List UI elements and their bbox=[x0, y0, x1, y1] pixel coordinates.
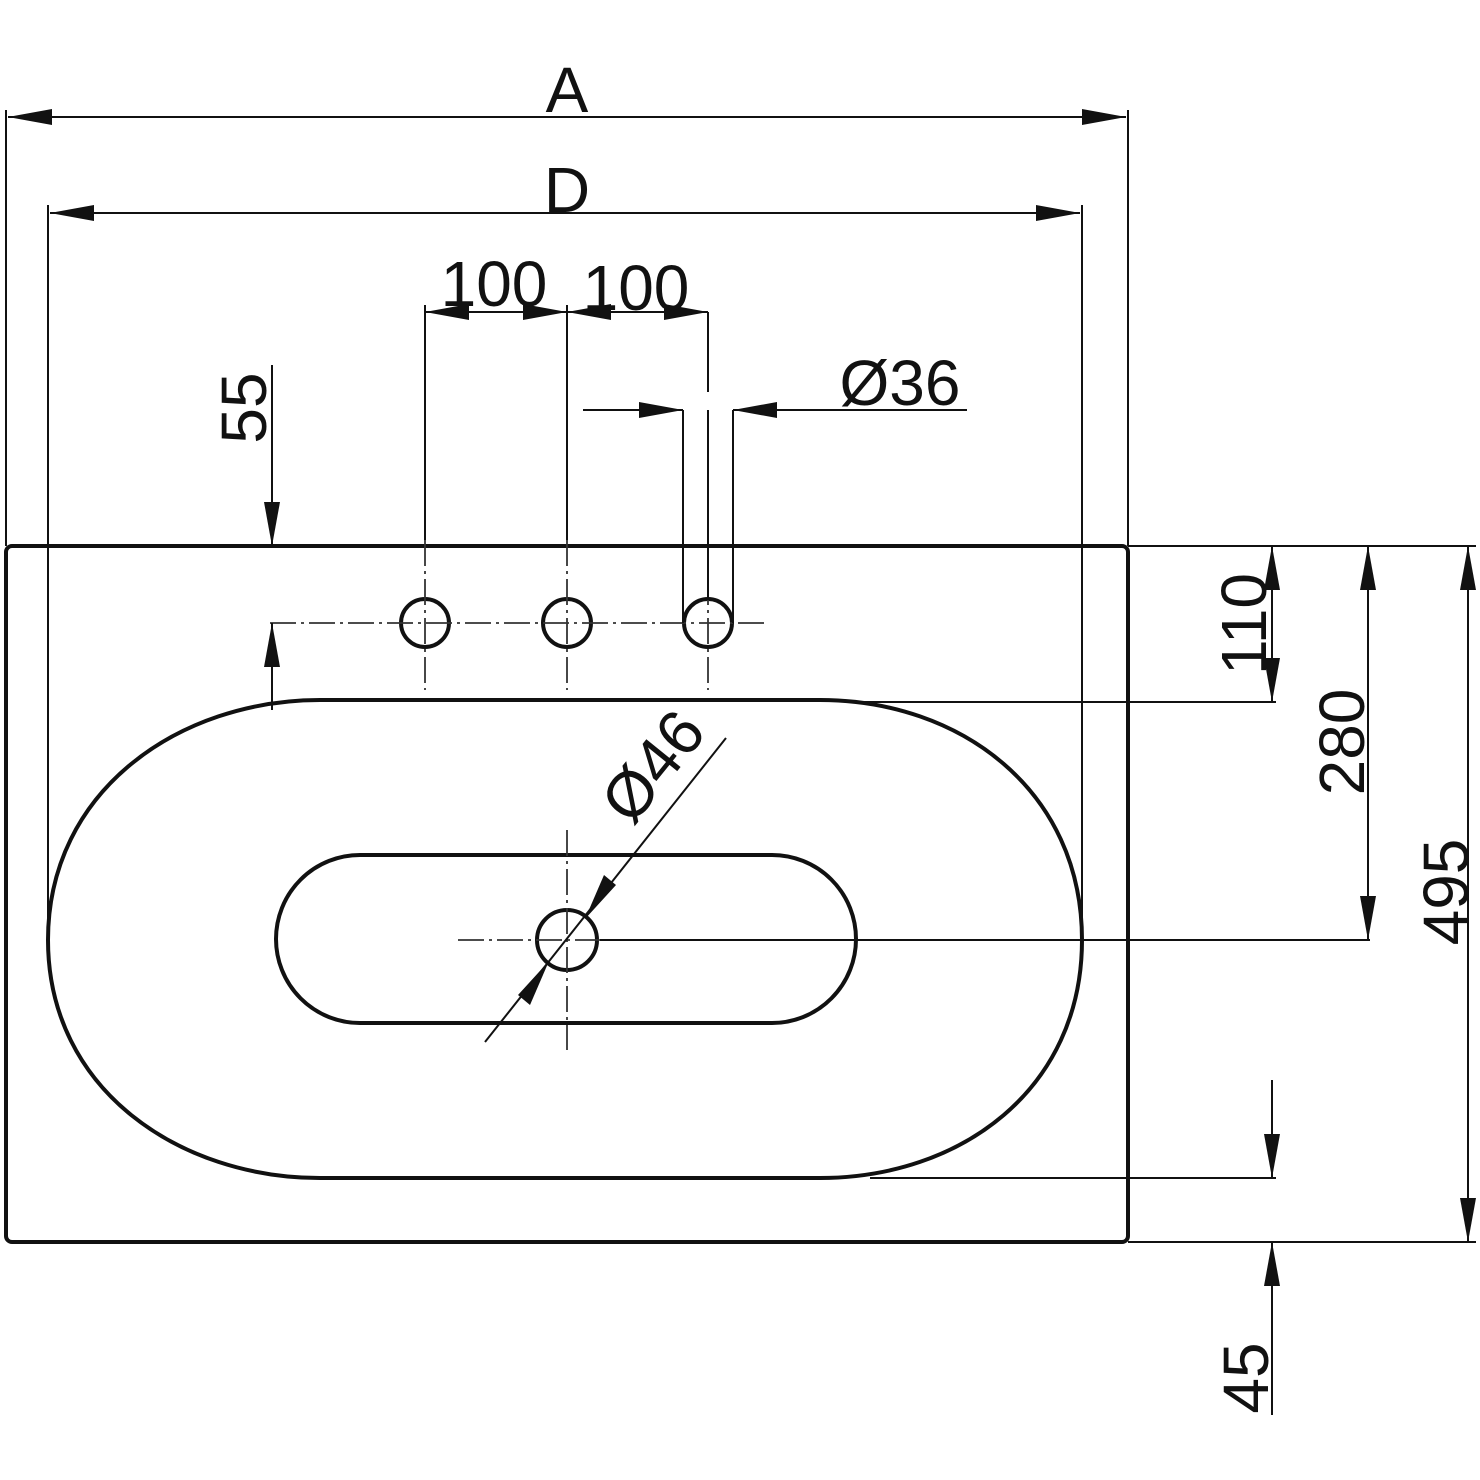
dimension-a: A bbox=[8, 54, 1126, 126]
dimension-a-label: A bbox=[546, 54, 589, 126]
tap-offset-label: 55 bbox=[208, 372, 280, 443]
dimension-d-label: D bbox=[544, 154, 590, 226]
tap-spacing-right-label: 100 bbox=[583, 252, 690, 324]
dimension-bottom-margin: 45 bbox=[1210, 1080, 1282, 1415]
top-to-basin-label: 110 bbox=[1208, 573, 1280, 675]
dimension-tap-hole-diameter: Ø36 bbox=[583, 347, 967, 419]
tap-spacing-left-label: 100 bbox=[441, 248, 548, 320]
bottom-margin-label: 45 bbox=[1210, 1342, 1282, 1413]
dimension-drain-diameter: Ø46 bbox=[484, 696, 727, 1043]
basin-bowl-outline bbox=[45, 698, 1085, 1180]
overall-depth-label: 495 bbox=[1410, 839, 1480, 946]
center-lines bbox=[270, 540, 765, 1050]
dimension-tap-spacing: 100 100 bbox=[425, 248, 708, 324]
tap-hole-diameter-label: Ø36 bbox=[840, 347, 961, 419]
drain-diameter-label: Ø46 bbox=[587, 696, 719, 835]
dimension-top-to-drain: 280 bbox=[1306, 546, 1378, 940]
dimension-overall-depth: 495 bbox=[1410, 546, 1480, 1242]
top-to-drain-label: 280 bbox=[1306, 689, 1378, 796]
dimension-top-to-basin: 110 bbox=[1208, 546, 1280, 702]
dimension-d: D bbox=[50, 154, 1080, 226]
dimension-tap-offset: 55 bbox=[208, 365, 280, 667]
